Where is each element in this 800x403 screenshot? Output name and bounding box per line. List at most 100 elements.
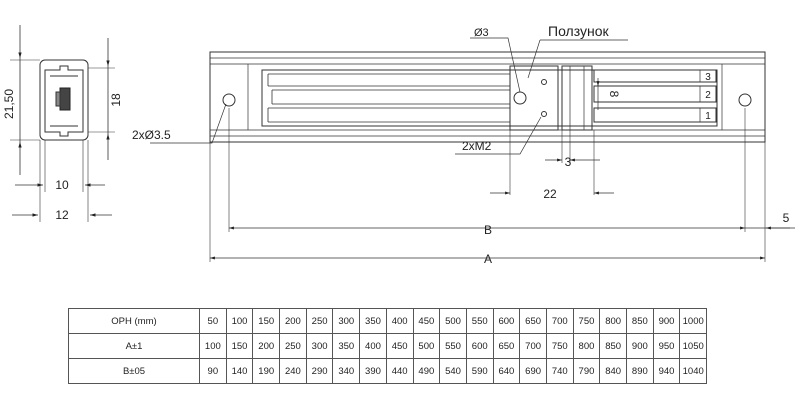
table-cell: 550 <box>439 333 467 359</box>
table-cell: 800 <box>599 308 627 334</box>
table-cell: 590 <box>465 358 494 384</box>
slider-block <box>509 65 559 131</box>
mount-hole-right <box>738 93 752 107</box>
row-label: A±1 <box>68 333 200 359</box>
row-label: OPH (mm) <box>68 308 200 334</box>
table-cell: 550 <box>465 308 494 334</box>
table-cell: 340 <box>332 358 361 384</box>
table-cell: 840 <box>599 358 627 384</box>
table-cell: 950 <box>652 333 681 359</box>
table-cell: 600 <box>465 333 494 359</box>
dim-a-label: A <box>484 252 492 266</box>
threads-label: 2xM2 <box>462 139 492 153</box>
table-cell: 450 <box>412 308 441 334</box>
inner-cover <box>261 69 718 127</box>
table-row: B±05 90 140 190 240 290 340 390 440 490 … <box>68 358 708 384</box>
table-cell: 300 <box>305 333 334 359</box>
dim-8-label: 8 <box>607 91 621 98</box>
table-cell: 450 <box>385 333 414 359</box>
slider-label: Ползунок <box>548 23 609 39</box>
table-cell: 890 <box>626 358 654 384</box>
table-cell: 850 <box>599 333 627 359</box>
table-cell: 240 <box>279 358 307 384</box>
profile-inner-outline <box>44 65 84 137</box>
table-cell: 800 <box>572 333 601 359</box>
table-cell: 400 <box>359 333 387 359</box>
table-cell: 750 <box>572 308 601 334</box>
leader-lines <box>150 37 628 155</box>
length-extension-lines <box>209 108 766 262</box>
dim-height-outer-label: 21,50 <box>2 89 16 119</box>
profile-channel-lines <box>50 75 78 127</box>
track-2 <box>593 85 717 103</box>
table-cell: 250 <box>279 333 307 359</box>
table-cell: 650 <box>492 333 521 359</box>
track-3 <box>593 69 717 83</box>
table-cell: 150 <box>225 333 254 359</box>
table-cell: 290 <box>305 358 334 384</box>
profile-top-view <box>209 51 766 143</box>
profile-outline <box>209 51 766 143</box>
table-cell: 850 <box>626 308 654 334</box>
table-cell: 200 <box>279 308 307 334</box>
table-cell: 190 <box>252 358 281 384</box>
slider-hole <box>513 91 527 105</box>
table-cell: 440 <box>385 358 414 384</box>
cross-section-view <box>10 59 115 222</box>
track-number-1: 1 <box>705 111 711 122</box>
table-cell: 700 <box>545 308 574 334</box>
table-cell: 400 <box>385 308 414 334</box>
spec-table: OPH (mm) 50 100 150 200 250 300 350 400 … <box>68 308 708 384</box>
table-cell: 790 <box>572 358 601 384</box>
table-cell: 140 <box>225 358 254 384</box>
profile-outer-outline <box>39 59 89 141</box>
dim-22-label: 22 <box>543 187 557 201</box>
dim-height-inner-label: 18 <box>109 93 123 107</box>
dim-3-label: 3 <box>565 155 572 169</box>
table-cell: 90 <box>199 358 227 384</box>
table-cell: 700 <box>519 333 547 359</box>
table-cell: 250 <box>305 308 334 334</box>
table-cell: 690 <box>519 358 547 384</box>
table-cell: 940 <box>652 358 681 384</box>
table-row: A±1 100 150 200 250 300 350 400 450 500 … <box>68 333 708 359</box>
dim-b-label: B <box>484 223 492 237</box>
table-cell: 650 <box>519 308 547 334</box>
table-cell: 490 <box>412 358 441 384</box>
table-row: OPH (mm) 50 100 150 200 250 300 350 400 … <box>68 308 708 334</box>
row-label: B±05 <box>68 358 200 384</box>
slider-section <box>59 87 71 111</box>
table-cell: 900 <box>626 333 654 359</box>
table-cell: 600 <box>492 308 521 334</box>
table-cell: 640 <box>492 358 521 384</box>
contact-section <box>55 91 61 107</box>
table-cell: 1040 <box>679 358 708 384</box>
track-number-3: 3 <box>705 72 711 83</box>
table-cell: 1000 <box>679 308 708 334</box>
table-cell: 150 <box>252 308 281 334</box>
slider-carriage <box>561 65 593 131</box>
table-cell: 350 <box>332 333 361 359</box>
table-cell: 750 <box>545 333 574 359</box>
thread-hole-top <box>541 79 547 85</box>
mount-hole-left <box>222 93 236 107</box>
table-cell: 540 <box>439 358 467 384</box>
track-1 <box>593 107 717 123</box>
table-cell: 100 <box>199 333 227 359</box>
table-cell: 350 <box>359 308 387 334</box>
table-cell: 740 <box>545 358 574 384</box>
table-cell: 500 <box>439 308 467 334</box>
table-cell: 300 <box>332 308 361 334</box>
table-cell: 50 <box>199 308 227 334</box>
table-cell: 500 <box>412 333 441 359</box>
table-cell: 390 <box>359 358 387 384</box>
hole-diameter-label: Ø3 <box>474 27 489 39</box>
dim-5-label: 5 <box>783 211 790 225</box>
mount-holes-label: 2xØ3.5 <box>132 128 171 142</box>
slider-extension-lines <box>509 130 595 195</box>
table-cell: 100 <box>225 308 254 334</box>
table-cell: 900 <box>652 308 681 334</box>
dim-width-inner-label: 10 <box>55 178 69 192</box>
technical-drawing: 21,50 18 10 1 2 <box>2 23 795 266</box>
track-number-2: 2 <box>705 90 711 101</box>
